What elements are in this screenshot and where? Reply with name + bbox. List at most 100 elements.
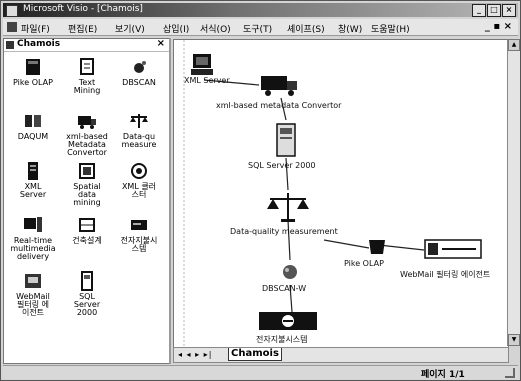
- node-pike-olap[interactable]: [366, 236, 388, 259]
- window-title: Microsoft Visio - [Chamois]: [23, 4, 143, 14]
- maximize-button[interactable]: □: [487, 4, 501, 17]
- stencil-pane: Chamois × Pike OLAP Text Mining DBSCAN D…: [3, 38, 170, 364]
- tool-sql-server-2000[interactable]: SQL Server 2000: [60, 271, 114, 317]
- truck-icon: [76, 111, 98, 131]
- label-metadata-convertor: xml-based metadata Convertor: [216, 101, 342, 110]
- node-sql-server[interactable]: [274, 122, 298, 161]
- database-server-icon: [276, 123, 296, 157]
- stencil-header: Chamois ×: [4, 38, 169, 52]
- scroll-down-icon[interactable]: ▼: [508, 334, 520, 346]
- pane-splitter[interactable]: [169, 38, 171, 364]
- resize-grip-icon[interactable]: [505, 368, 515, 378]
- tool-architecture-design[interactable]: 건축설계: [60, 215, 114, 245]
- tool-webmail-agent[interactable]: WebMail 필터링 에 이전트: [6, 271, 60, 317]
- card-icon: [259, 312, 317, 330]
- tool-e-payment[interactable]: 전자지불시 스템: [112, 215, 166, 253]
- tool-label: Text Mining: [73, 78, 101, 95]
- drawing-canvas[interactable]: XML Server xml-based metadata Convertor …: [173, 39, 509, 348]
- tool-label: XML Server: [19, 182, 47, 199]
- card-icon: [128, 215, 150, 235]
- menu-view[interactable]: 보기(V): [115, 25, 145, 35]
- tool-xml-cluster[interactable]: XML 클러 스터: [112, 161, 166, 199]
- mail-icon: [22, 271, 44, 291]
- tool-label: DAQUM: [17, 132, 49, 141]
- tool-label: xml-based Metadata Convertor: [66, 132, 108, 157]
- truck-icon: [261, 76, 297, 96]
- tool-daqum[interactable]: DAQUM: [6, 111, 60, 141]
- tool-label: DBSCAN: [122, 78, 156, 87]
- title-bar: Microsoft Visio - [Chamois] _ □ ×: [3, 3, 518, 17]
- tool-label: Spatial data mining: [73, 182, 101, 207]
- tab-chamois[interactable]: Chamois: [228, 348, 282, 361]
- tool-label: 전자지불시 스템: [120, 236, 158, 253]
- stencil-close-icon[interactable]: ×: [156, 38, 165, 49]
- menu-tools[interactable]: 도구(T): [243, 25, 273, 35]
- document-menu-icon[interactable]: [7, 22, 17, 32]
- tool-realtime-multimedia[interactable]: Real-time multimedia delivery: [6, 215, 60, 261]
- stencil-title: Chamois: [17, 39, 61, 49]
- tool-label: XML 클러 스터: [121, 182, 157, 199]
- tool-xml-metadata-convertor[interactable]: xml-based Metadata Convertor: [60, 111, 114, 157]
- menu-format[interactable]: 서식(O): [200, 25, 231, 35]
- cluster-icon: [128, 57, 150, 77]
- page-indicator: 페이지 1/1: [421, 370, 465, 380]
- label-xml-server: XML Server: [184, 76, 230, 85]
- tool-label: Real-time multimedia delivery: [10, 236, 56, 261]
- blueprint-icon: [76, 215, 98, 235]
- tool-dbscan[interactable]: DBSCAN: [112, 57, 166, 87]
- tool-xml-server[interactable]: XML Server: [6, 161, 60, 199]
- cluster-icon: [283, 265, 297, 279]
- label-webmail-agent: WebMail 필터링 에이전트: [400, 270, 491, 279]
- tool-data-quality[interactable]: Data-qu measure: [112, 111, 166, 149]
- menu-edit[interactable]: 편집(E): [68, 25, 98, 35]
- node-dbscan[interactable]: [280, 262, 300, 285]
- network-icon: [128, 161, 150, 181]
- database-server-icon: [76, 271, 98, 291]
- vertical-scrollbar[interactable]: ▲ ▼: [507, 39, 520, 346]
- mail-icon: [424, 239, 482, 259]
- close-button[interactable]: ×: [502, 4, 516, 17]
- node-webmail-agent[interactable]: [424, 238, 482, 263]
- tool-text-mining[interactable]: Text Mining: [60, 57, 114, 95]
- tool-label: SQL Server 2000: [73, 292, 101, 317]
- menu-help[interactable]: 도움말(H): [371, 25, 410, 35]
- document-icon: [76, 57, 98, 77]
- label-e-payment: 전자지불시스템: [256, 335, 308, 344]
- tool-pike-olap[interactable]: Pike OLAP: [6, 57, 60, 87]
- status-bar: 페이지 1/1: [3, 365, 518, 380]
- tool-label: WebMail 필터링 에 이전트: [16, 292, 50, 317]
- tool-label: Pike OLAP: [13, 78, 53, 87]
- monitor-icon: [22, 215, 44, 235]
- menu-shape[interactable]: 셰이프(S): [287, 25, 325, 35]
- scroll-up-icon[interactable]: ▲: [508, 39, 520, 51]
- tool-spatial-data-mining[interactable]: Spatial data mining: [60, 161, 114, 207]
- label-data-quality: Data-quality measurement: [230, 227, 338, 236]
- database-icon: [369, 240, 385, 254]
- people-icon: [22, 111, 44, 131]
- label-dbscan: DBSCAN-W: [262, 284, 307, 293]
- node-metadata-convertor[interactable]: [259, 73, 303, 102]
- node-data-quality[interactable]: [266, 190, 310, 227]
- node-xml-server[interactable]: [190, 52, 216, 81]
- minimize-button[interactable]: _: [472, 4, 486, 17]
- menu-bar: 파일(F) 편집(E) 보기(V) 삽입(I) 서식(O) 도구(T) 셰이프(…: [3, 19, 518, 36]
- scale-icon: [267, 193, 309, 222]
- menu-file[interactable]: 파일(F): [21, 25, 50, 35]
- label-pike-olap: Pike OLAP: [344, 259, 384, 268]
- tool-label: 건축설계: [72, 236, 102, 245]
- menu-window[interactable]: 창(W): [338, 25, 363, 35]
- server-icon: [191, 54, 213, 75]
- scale-icon: [128, 111, 150, 131]
- document-window-controls[interactable]: _ ▪ ×: [484, 21, 512, 32]
- node-e-payment[interactable]: [258, 310, 318, 335]
- stencil-icon: [6, 41, 14, 49]
- page-nav-buttons[interactable]: ◂ ◂ ▸ ▸|: [178, 350, 213, 359]
- map-icon: [76, 161, 98, 181]
- tool-label: Data-qu measure: [121, 132, 157, 149]
- label-sql-server: SQL Server 2000: [248, 161, 316, 170]
- server-icon: [22, 161, 44, 181]
- database-icon: [22, 57, 44, 77]
- app-icon: [6, 5, 18, 17]
- menu-insert[interactable]: 삽입(I): [163, 25, 190, 35]
